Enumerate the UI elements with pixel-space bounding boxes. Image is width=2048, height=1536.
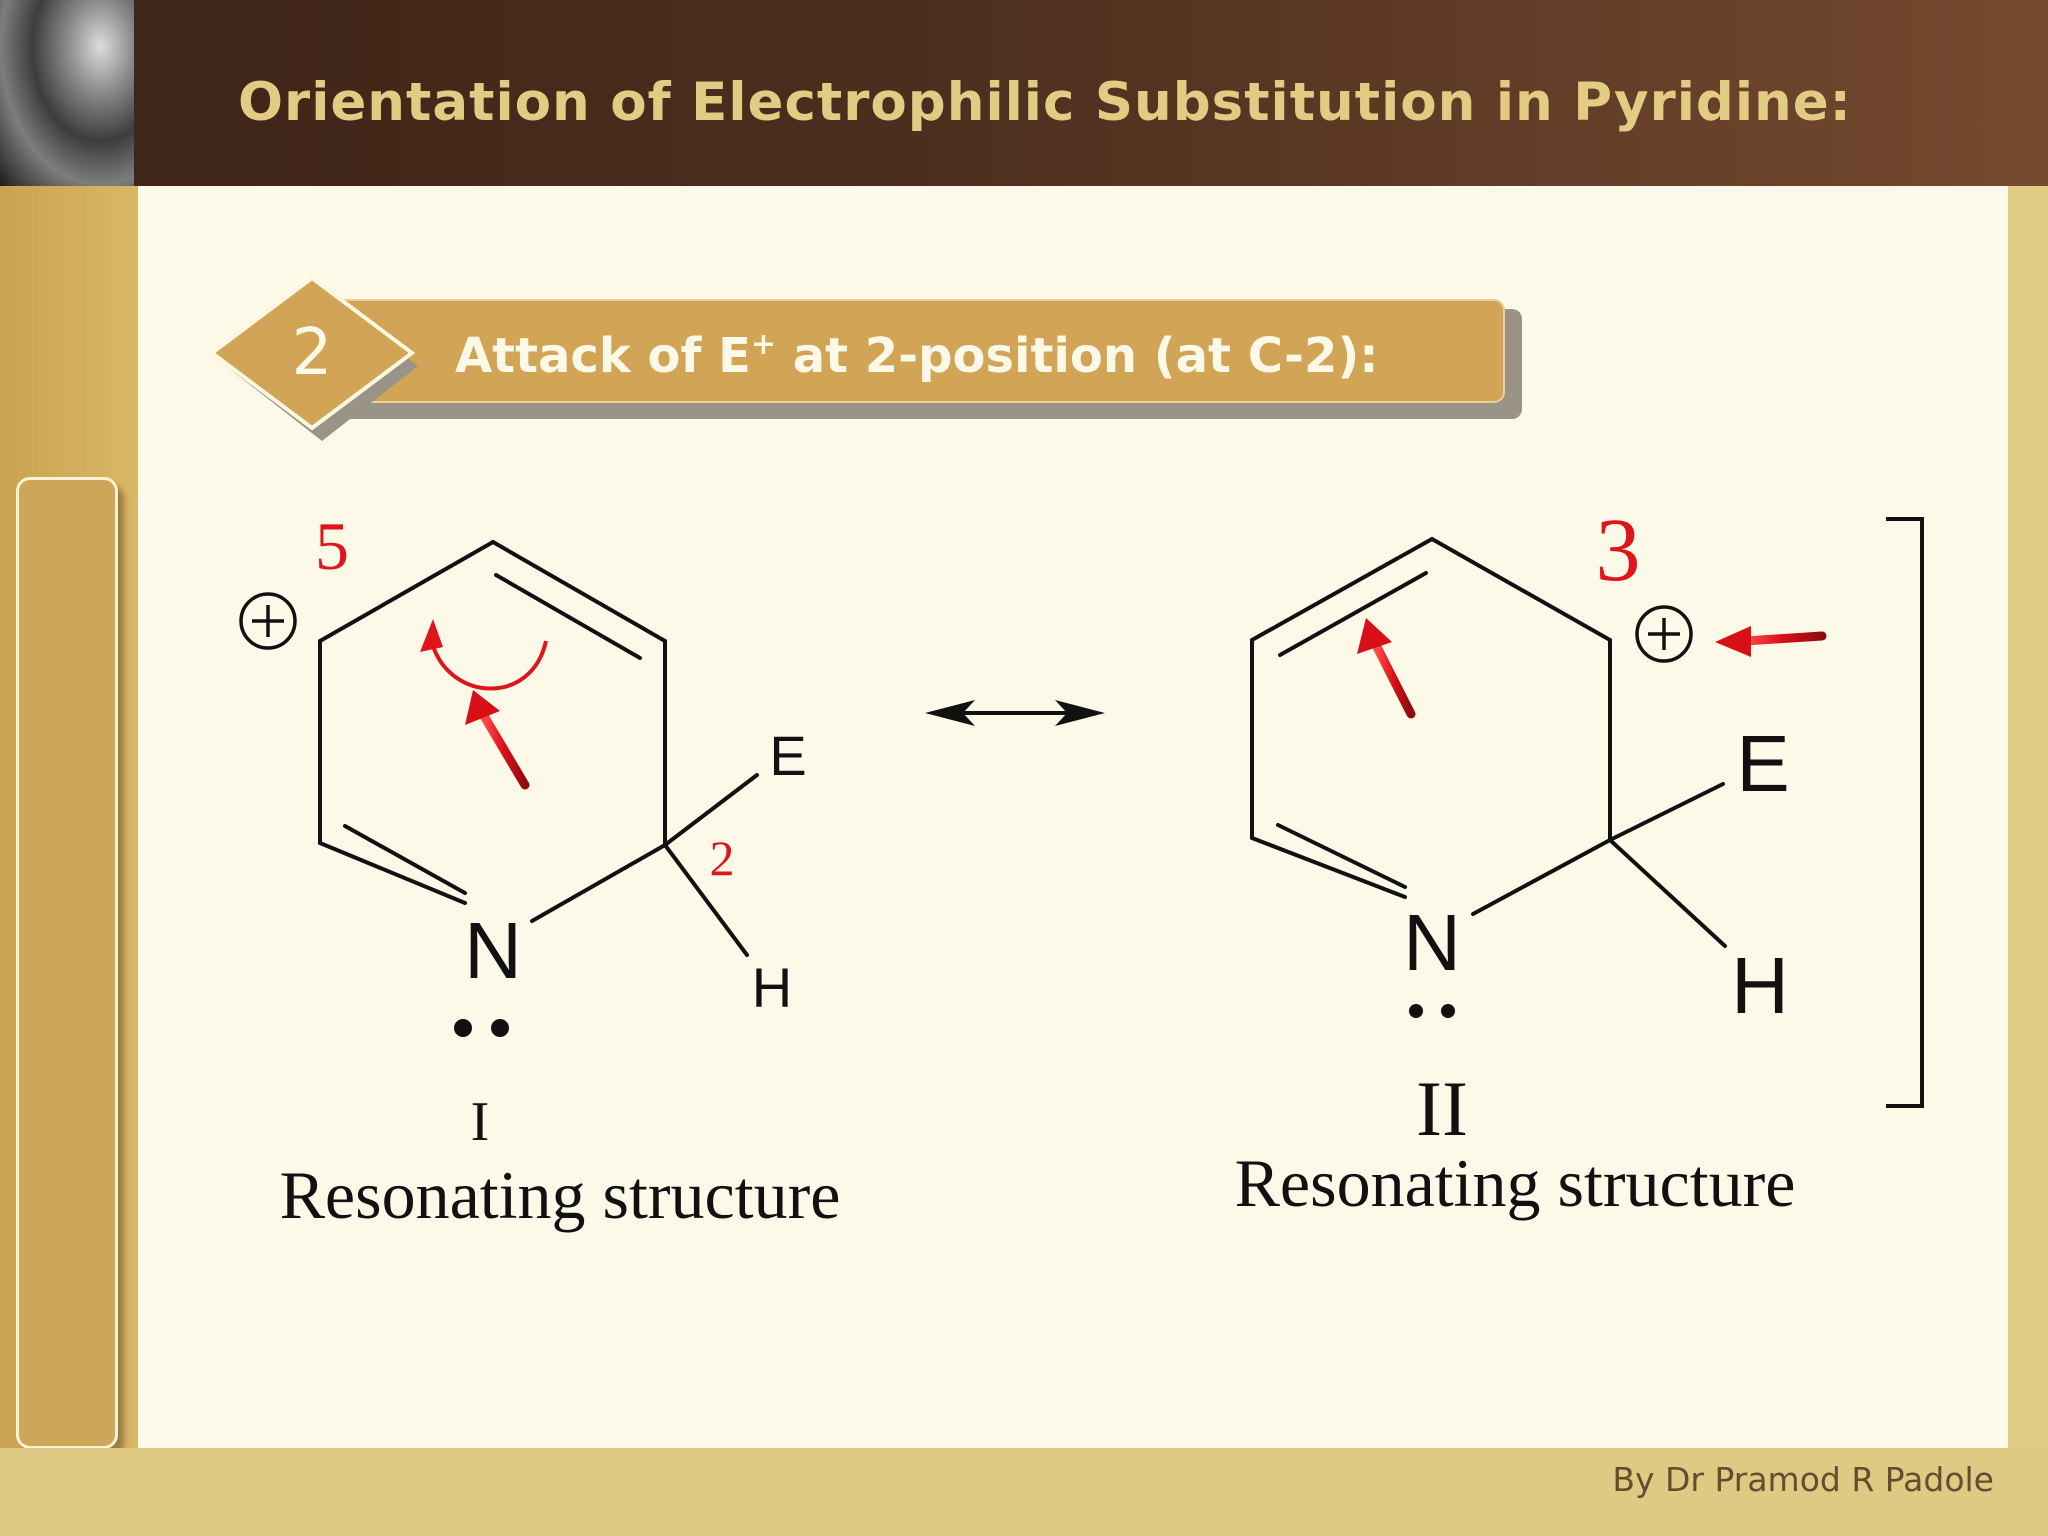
atom-h: H (1731, 941, 1789, 1030)
positive-charge-icon (239, 592, 297, 650)
double-bond-c5-c6 (494, 573, 642, 660)
lone-pair (1409, 1004, 1455, 1018)
bond-c5-c6 (491, 540, 667, 643)
bond-n-c6 (1250, 836, 1407, 899)
red-arrow-head-icon (465, 690, 500, 725)
double-bond-c5-c4 (1278, 571, 1428, 657)
red-pointer-arrow-head-icon (1715, 626, 1751, 657)
bond-c2-h (663, 843, 749, 957)
bond-c5-c4 (1250, 537, 1434, 642)
step-label: Attack of E+ at 2-position (at C-2): (455, 327, 1378, 384)
bond-c2-n (1471, 838, 1612, 916)
bond-c4-c5 (318, 540, 495, 643)
bond-c2-h (1608, 838, 1727, 948)
structure-1-bonds (318, 540, 759, 957)
step-label-main: Attack of E (455, 328, 751, 384)
bond-c2-e (663, 773, 759, 847)
left-decorative-panel (16, 477, 118, 1449)
step-banner: 2 Attack of E+ at 2-position (at C-2): (208, 275, 1522, 441)
author-credit: By Dr Pramod R Padole (1612, 1460, 1994, 1499)
structure-2-bonds (1250, 537, 1727, 948)
red-pointer-arrow-shaft (1740, 631, 1827, 646)
structure-2-numeral: II (1416, 1065, 1468, 1152)
position-label-5: 5 (315, 508, 349, 584)
double-bond-n-c6 (1276, 823, 1407, 889)
footer-bar (0, 1448, 2048, 1536)
red-arrow-shaft (479, 711, 530, 790)
atom-n: N (1403, 898, 1461, 987)
header-bar (0, 0, 2048, 186)
atom-e: E (769, 724, 806, 787)
atom-n: N (464, 906, 522, 995)
structure-2: 3 E H N II Resonating structure (1235, 501, 1827, 1221)
resonance-hybrid-bracket (1886, 517, 1924, 1108)
position-label-3: 3 (1596, 501, 1641, 600)
slide-title: Orientation of Electrophilic Substitutio… (238, 72, 1852, 133)
bond-c2-e (1608, 782, 1725, 842)
double-bond-n-c3 (343, 824, 467, 895)
curved-arrow (431, 640, 548, 691)
atom-e: E (1736, 719, 1789, 808)
step-label-rest: at 2-position (at C-2): (776, 328, 1378, 384)
carbon-label-2: 2 (710, 830, 735, 886)
bond-c2-n (530, 843, 667, 923)
structure-1-caption: Resonating structure (280, 1157, 841, 1233)
structure-2-caption: Resonating structure (1235, 1145, 1796, 1221)
red-arrow-shaft (1372, 642, 1416, 719)
structure-1: 5 E H 2 N I Resonating structure (239, 508, 841, 1233)
bond-n-c3 (318, 841, 467, 905)
step-number: 2 (292, 316, 333, 390)
lone-pair (454, 1019, 509, 1037)
positive-charge-icon (1635, 605, 1693, 663)
structure-1-numeral: I (471, 1091, 490, 1153)
atom-h: H (752, 956, 792, 1019)
bond-c4-c3 (1430, 537, 1612, 642)
banner-diamond (208, 275, 416, 431)
corner-image (0, 0, 134, 186)
red-arrow-head-icon (1357, 618, 1392, 654)
curved-arrow-head-icon (420, 619, 443, 652)
step-label-superscript: + (751, 327, 776, 362)
resonance-arrow-icon (925, 700, 1105, 726)
